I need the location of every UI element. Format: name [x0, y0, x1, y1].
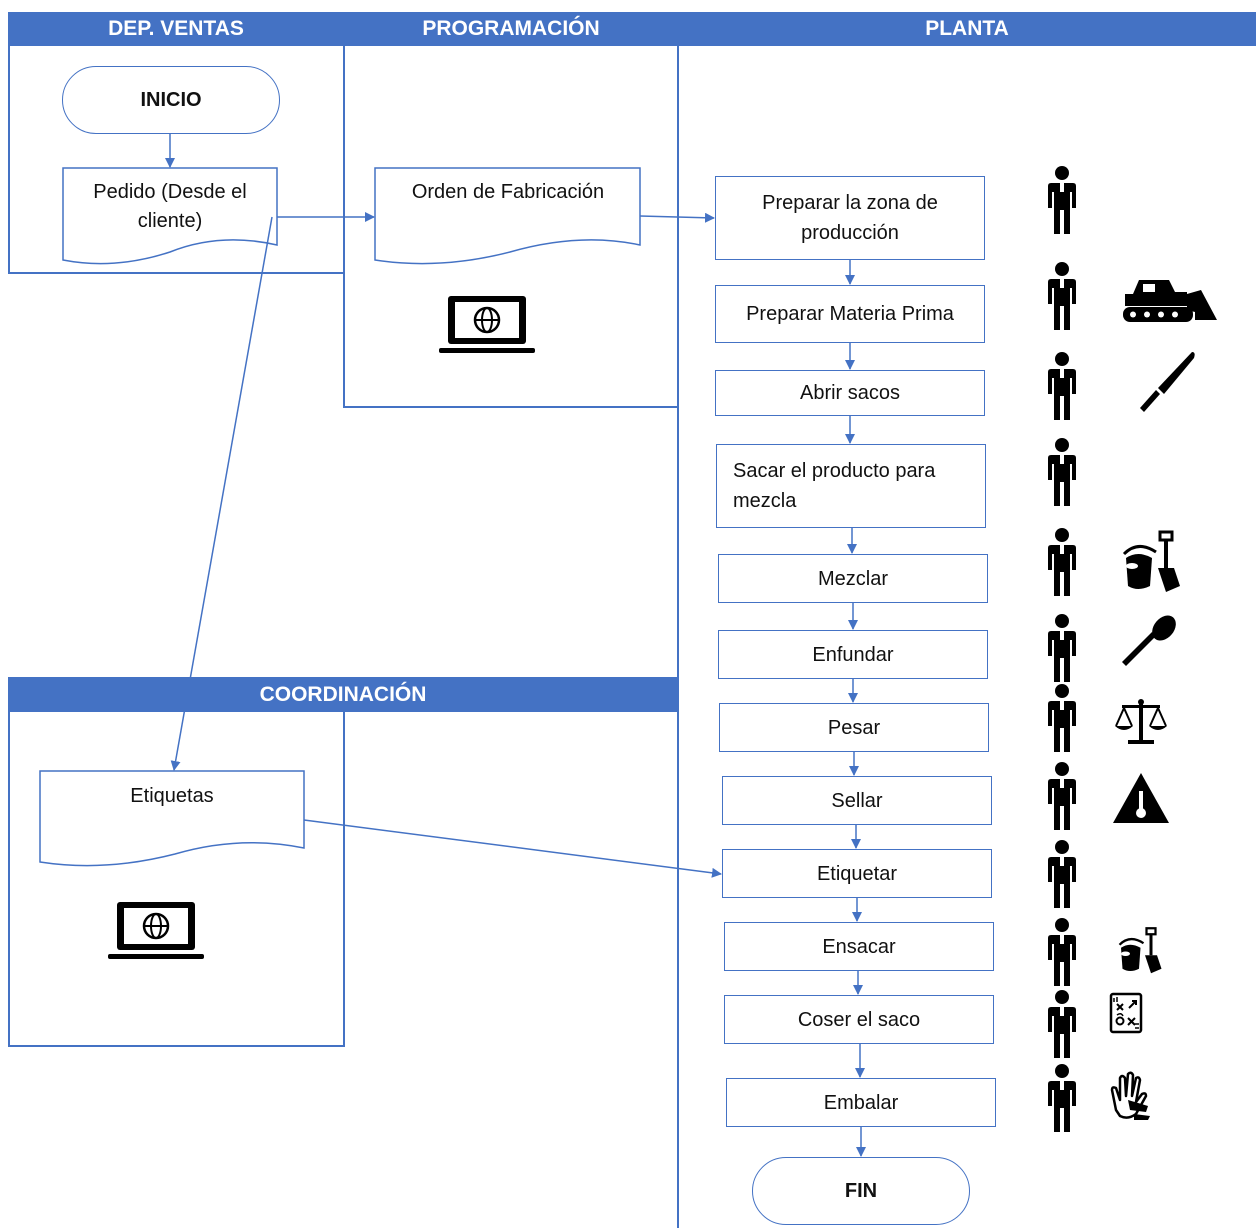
lane-header-coordinacion: COORDINACIÓN	[8, 677, 678, 712]
knife-icon	[1140, 352, 1195, 412]
step-preparar-zona: Preparar la zona de producción	[715, 176, 985, 260]
node-etiquetas: Etiquetas	[130, 785, 214, 807]
laptop-globe-icon	[108, 902, 204, 959]
person-icon	[1048, 918, 1076, 986]
node-orden-fabricacion: Orden de Fabricación	[411, 181, 605, 203]
strategy-board-icon	[1109, 992, 1143, 1034]
person-icon	[1048, 352, 1076, 420]
step-embalar: Embalar	[726, 1078, 996, 1127]
bulldozer-icon	[1123, 280, 1217, 322]
person-icon	[1048, 1064, 1076, 1132]
person-icon	[1048, 438, 1076, 506]
spoon-icon	[1122, 615, 1176, 666]
person-icon	[1048, 684, 1076, 752]
doc-shape-orden	[374, 167, 641, 265]
step-pesar: Pesar	[719, 703, 989, 752]
person-icon	[1048, 262, 1076, 330]
step-mezclar: Mezclar	[718, 554, 988, 603]
scale-icon	[1115, 699, 1167, 744]
step-etiquetar: Etiquetar	[722, 849, 992, 898]
bucket-shovel-icon	[1118, 927, 1162, 974]
step-enfundar: Enfundar	[718, 630, 988, 679]
person-icon	[1048, 614, 1076, 682]
person-icon	[1048, 990, 1076, 1058]
start-terminal: INICIO	[62, 66, 280, 134]
lane-header-programacion: PROGRAMACIÓN	[344, 12, 678, 46]
lane-header-ventas: DEP. VENTAS	[8, 12, 344, 46]
step-coser-saco: Coser el saco	[724, 995, 994, 1044]
step-abrir-sacos: Abrir sacos	[715, 370, 985, 416]
lane-divider-planta	[677, 12, 679, 1228]
node-pedido: Pedido (Desde el cliente)	[93, 181, 247, 232]
step-ensacar: Ensacar	[724, 922, 994, 971]
step-sellar: Sellar	[722, 776, 992, 825]
sign-language-hands-icon	[1110, 1071, 1150, 1120]
person-icon	[1048, 840, 1076, 908]
step-sacar-producto: Sacar el producto para mezcla	[716, 444, 986, 528]
lane-divider-programacion	[343, 12, 345, 408]
end-terminal: FIN	[752, 1157, 970, 1225]
lane-header-planta: PLANTA	[678, 12, 1256, 46]
doc-shape-etiquetas	[39, 770, 305, 867]
laptop-globe-icon	[439, 296, 535, 353]
step-preparar-materia: Preparar Materia Prima	[715, 285, 985, 343]
person-icon	[1048, 762, 1076, 830]
person-icon	[1048, 166, 1076, 234]
bucket-shovel-icon	[1122, 530, 1180, 592]
lane-divider-programacion-bottom	[343, 406, 679, 408]
person-icon	[1048, 528, 1076, 596]
hot-warning-icon	[1113, 773, 1169, 823]
